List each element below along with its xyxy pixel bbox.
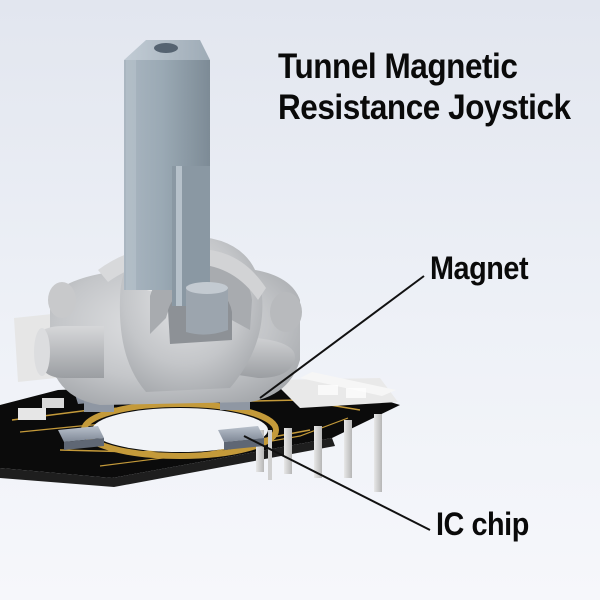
title-line-2: Resistance Joystick	[278, 88, 571, 127]
joystick-shaft	[124, 40, 210, 306]
ic-chip-leader-line	[243, 435, 431, 531]
title-line-1: Tunnel Magnetic	[278, 47, 518, 86]
magnet	[186, 282, 228, 335]
magnet-label: Magnet	[430, 250, 529, 286]
header-pins	[256, 372, 398, 492]
ic-chip-label: IC chip	[436, 506, 529, 542]
leader-lines	[243, 275, 431, 531]
magnet-leader-line	[259, 275, 425, 399]
